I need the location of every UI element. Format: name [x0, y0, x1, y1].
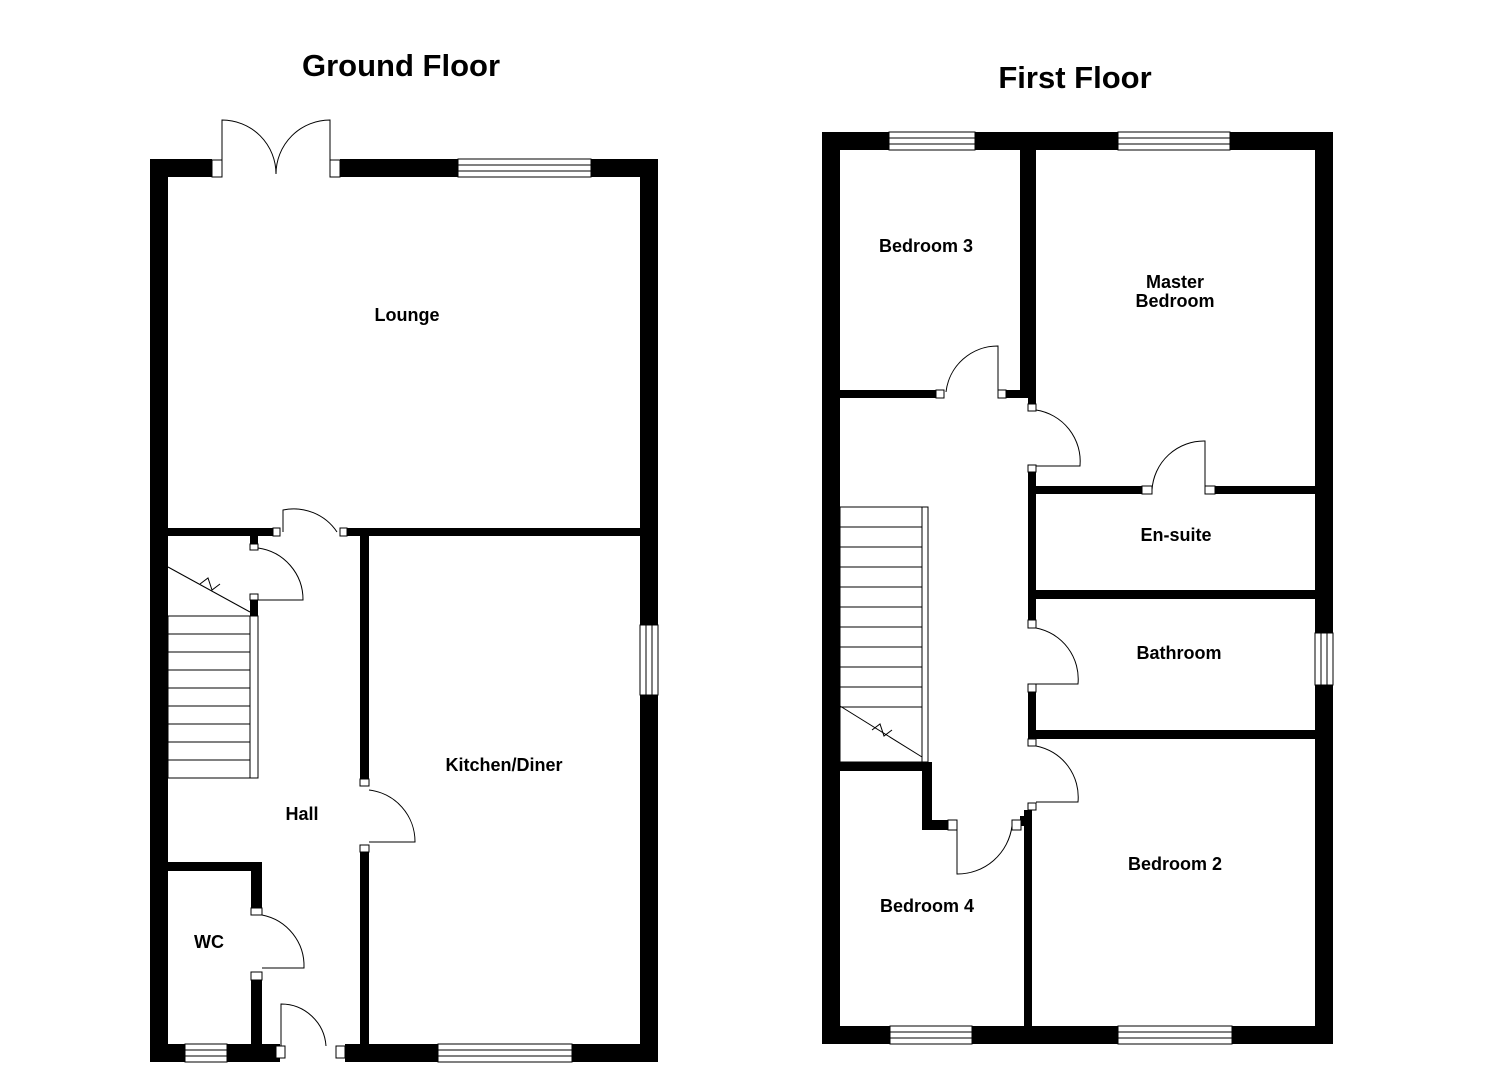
lounge-door — [272, 508, 348, 537]
bedroom4-corner-wall — [1020, 816, 1032, 826]
ensuite-north-wall-b — [1215, 486, 1315, 494]
kitchen-side-window — [639, 624, 659, 696]
hall-kitchen-wall-b — [360, 852, 369, 1044]
patio-french-doors — [211, 119, 341, 178]
lounge-kitchen-wall — [347, 528, 640, 536]
cupboard-wall-bottom — [250, 600, 258, 616]
bathroom-door — [1027, 619, 1079, 693]
bedroom3-south-wall-a — [840, 390, 936, 398]
first-west-wall — [822, 132, 840, 1044]
room-label-wc: WC — [194, 932, 224, 952]
bedroom2-window — [1117, 1025, 1233, 1045]
bedroom3-door — [935, 345, 1007, 399]
ground-floor-plan: Ground Floor — [150, 48, 659, 1063]
lounge-window — [457, 158, 592, 178]
room-label-master-line2: Bedroom — [1135, 291, 1214, 311]
bedroom4-step-wall-b — [922, 820, 948, 830]
room-label-lounge: Lounge — [375, 305, 440, 325]
lounge-hall-wall — [168, 528, 273, 536]
room-label-master-line1: Master — [1146, 272, 1204, 292]
bedroom2-door — [1027, 738, 1079, 811]
kitchen-door — [359, 778, 416, 853]
kitchen-window — [437, 1043, 573, 1063]
ground-east-wall — [640, 159, 658, 1062]
first-floor-plan: First Floor — [822, 60, 1334, 1045]
wc-east-wall-a — [251, 871, 262, 908]
first-floor-title: First Floor — [998, 60, 1151, 95]
master-bedroom-window — [1117, 131, 1231, 151]
wc-east-wall-b — [251, 980, 262, 1044]
bedroom4-north-wall — [840, 762, 932, 771]
bedroom4-window — [889, 1025, 973, 1045]
hall-kitchen-wall-a — [360, 536, 369, 779]
ensuite-door — [1141, 440, 1216, 495]
front-door — [275, 1003, 346, 1059]
bathroom-window — [1314, 632, 1334, 686]
room-label-hall: Hall — [285, 804, 318, 824]
cupboard-wall-top — [250, 536, 258, 544]
room-label-ensuite: En-suite — [1140, 525, 1211, 545]
room-label-bedroom2: Bedroom 2 — [1128, 854, 1222, 874]
ground-staircase — [167, 566, 259, 779]
landing-east-wall-b — [1028, 692, 1036, 744]
bedroom2-west-wall — [1024, 810, 1032, 1026]
room-label-bathroom: Bathroom — [1137, 643, 1222, 663]
room-label-kitchen-diner: Kitchen/Diner — [445, 755, 562, 775]
bathroom-south-wall — [1028, 730, 1315, 739]
bedroom4-step-wall — [922, 762, 932, 830]
bedroom3-east-wall — [1020, 150, 1028, 398]
wc-top-wall — [168, 862, 262, 871]
room-label-bedroom3: Bedroom 3 — [879, 236, 973, 256]
ensuite-bathroom-wall — [1028, 590, 1315, 599]
master-west-wall — [1028, 150, 1036, 404]
master-bedroom-door — [1027, 403, 1081, 473]
wc-window — [184, 1043, 228, 1063]
ensuite-north-wall-a — [1028, 486, 1142, 494]
first-east-wall — [1315, 132, 1333, 1044]
bedroom3-window — [888, 131, 976, 151]
ground-north-wall-a — [150, 159, 212, 177]
room-label-bedroom4: Bedroom 4 — [880, 896, 974, 916]
landing-east-wall-a — [1028, 472, 1036, 620]
wc-door — [250, 907, 305, 981]
ground-west-wall — [150, 159, 168, 1062]
cupboard-door — [249, 543, 304, 601]
ground-floor-title: Ground Floor — [302, 48, 500, 83]
bedroom3-south-wall-b — [1006, 390, 1028, 398]
bedroom4-door — [947, 819, 1022, 875]
first-staircase — [839, 506, 929, 763]
